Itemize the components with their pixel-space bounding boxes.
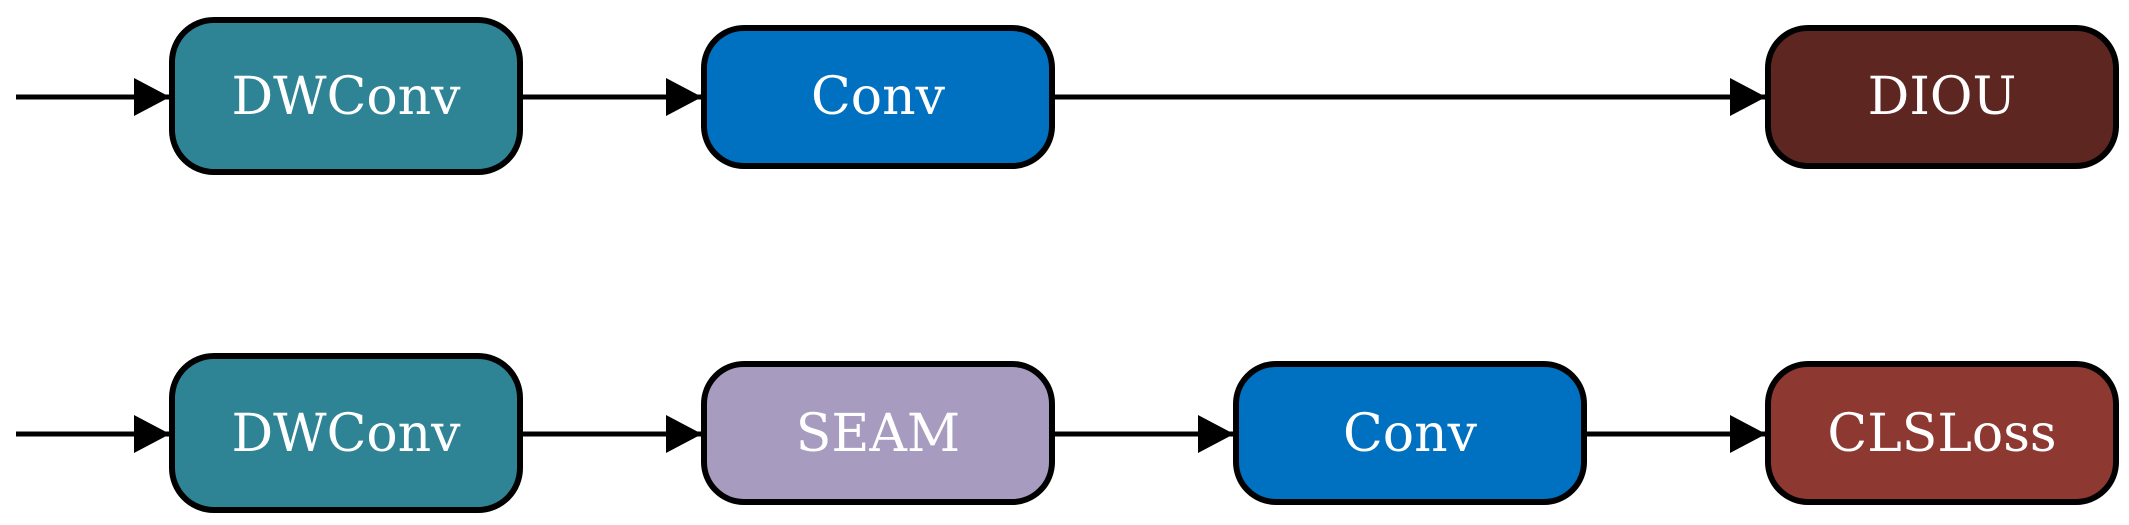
- node-clsloss: CLSLoss: [1765, 361, 2119, 505]
- node-label: SEAM: [796, 404, 960, 464]
- node-box: [169, 17, 523, 175]
- node-seam: SEAM: [701, 361, 1055, 505]
- node-dwconv-top: DWConv: [169, 17, 523, 175]
- node-box: [1765, 361, 2119, 505]
- node-diou: DIOU: [1765, 25, 2119, 169]
- node-box: [1233, 361, 1587, 505]
- node-label: Conv: [1343, 404, 1478, 464]
- node-conv-top: Conv: [701, 25, 1055, 169]
- node-label: DIOU: [1868, 67, 2017, 127]
- node-box: [1765, 25, 2119, 169]
- node-box: [701, 361, 1055, 505]
- node-label: CLSLoss: [1827, 404, 2056, 464]
- node-label: Conv: [811, 67, 946, 127]
- node-box: [169, 353, 523, 513]
- node-box: [701, 25, 1055, 169]
- node-conv-bottom: Conv: [1233, 361, 1587, 505]
- node-dwconv-bottom: DWConv: [169, 353, 523, 513]
- node-label: DWConv: [231, 404, 461, 464]
- node-label: DWConv: [231, 67, 461, 127]
